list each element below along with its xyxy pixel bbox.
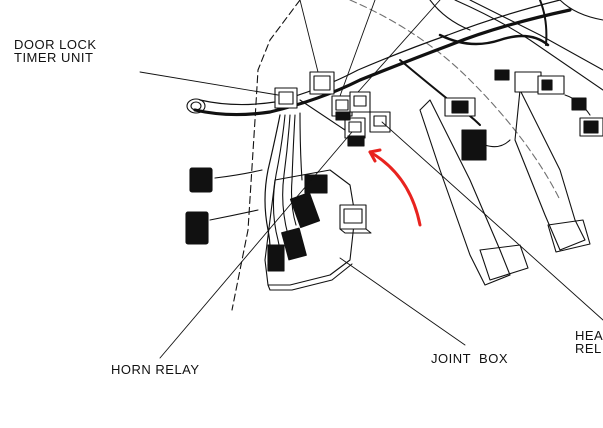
annotation-arrow — [368, 148, 422, 227]
steering-column — [454, 0, 603, 91]
panel-outline — [231, 0, 301, 311]
leader-joint-box — [339, 257, 466, 346]
leader-door-lock — [139, 71, 279, 96]
joint-box-label: JOINT BOX — [431, 351, 508, 366]
pedal-pad-2 — [547, 219, 591, 253]
leader-top-2 — [339, 0, 376, 97]
main-harness-top — [193, 8, 572, 117]
joint-box — [264, 169, 356, 286]
connector-right-2 — [461, 129, 487, 161]
leader-horn-relay — [159, 131, 353, 359]
leader-headlight-relay — [381, 121, 603, 321]
connector-right-3 — [514, 71, 542, 93]
horn-relay — [344, 117, 366, 139]
headlight-relay-label-line2: REL — [575, 341, 602, 356]
headlight-relay — [369, 111, 391, 133]
leader-top-1 — [299, 0, 319, 73]
horn-relay-label: HORN RELAY — [111, 362, 200, 377]
connector-left-2 — [185, 211, 209, 245]
pedal-bracket-1 — [419, 99, 511, 286]
door-lock-label-line2: TIMER UNIT — [14, 50, 94, 65]
grommet — [186, 98, 206, 114]
door-lock-label-line1: DOOR LOCK — [14, 37, 97, 52]
pedal-bracket-2 — [514, 89, 586, 251]
headlight-relay-label-line1: HEA — [575, 328, 603, 343]
panel-outline-right — [349, 0, 561, 201]
pedal-pad-1 — [479, 244, 529, 281]
leader-top-3 — [357, 0, 441, 93]
door-lock-timer-relay — [274, 87, 298, 109]
connector-left-1 — [189, 167, 213, 193]
